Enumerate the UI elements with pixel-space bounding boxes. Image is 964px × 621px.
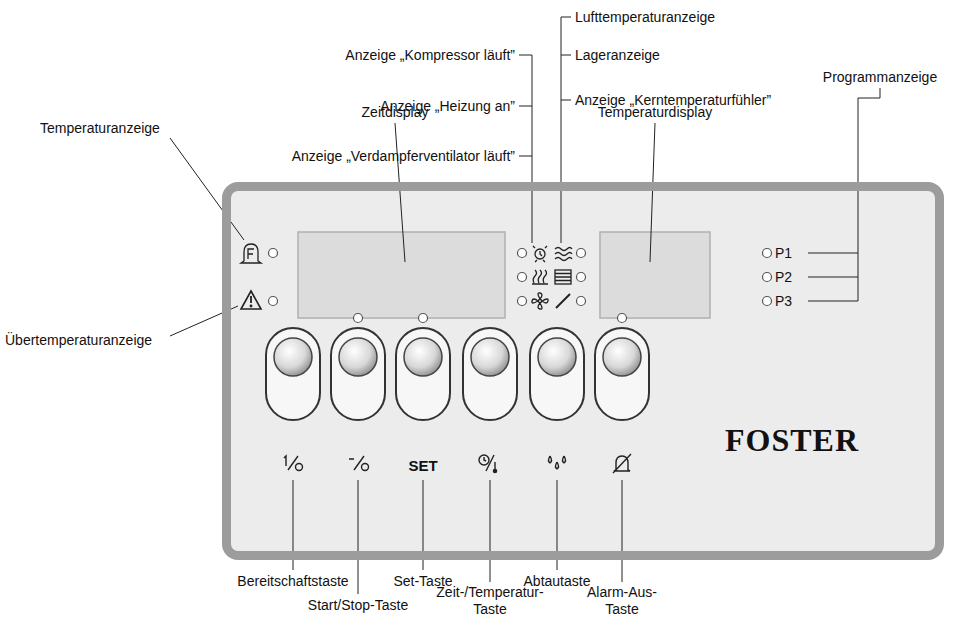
indicator-icons — [241, 244, 572, 309]
panel-ground — [226, 186, 940, 556]
indicator-label: Temperaturanzeige — [40, 120, 160, 137]
indicator-leds — [269, 249, 772, 323]
indicator-label: Übertemperaturanzeige — [5, 332, 152, 349]
button-label: Zeit-/Temperatur-Taste — [428, 584, 552, 618]
button-label: Alarm-Aus-Taste — [580, 584, 664, 618]
button-label: Start/Stop-Taste — [308, 597, 408, 614]
leader-lines — [170, 17, 880, 594]
program-label: P2 — [775, 269, 792, 285]
indicator-label: Anzeige „Verdampferventilator läuft” — [292, 148, 515, 165]
temperature-display — [600, 232, 710, 318]
buttons — [266, 328, 649, 420]
button-symbols — [284, 454, 631, 473]
indicator-label: Programmanzeige — [823, 69, 937, 86]
indicator-label: Anzeige „Kompressor läuft” — [345, 47, 515, 64]
program-label: P1 — [775, 245, 792, 261]
brand-logo: FOSTER — [725, 422, 859, 459]
button-caption: SET — [408, 457, 437, 474]
display-label: Temperaturdisplay — [598, 104, 712, 121]
time-display — [298, 232, 505, 318]
control-panel: SET P1P2P3FOSTER — [222, 182, 944, 560]
display-label: Zeitdisplay — [362, 104, 429, 121]
indicator-label: Lageranzeige — [575, 47, 660, 64]
program-label: P3 — [775, 293, 792, 309]
button-label: Bereitschaftstaste — [237, 573, 348, 590]
button-label: Abtautaste — [524, 573, 591, 590]
indicator-label: Lufttemperaturanzeige — [575, 9, 715, 26]
